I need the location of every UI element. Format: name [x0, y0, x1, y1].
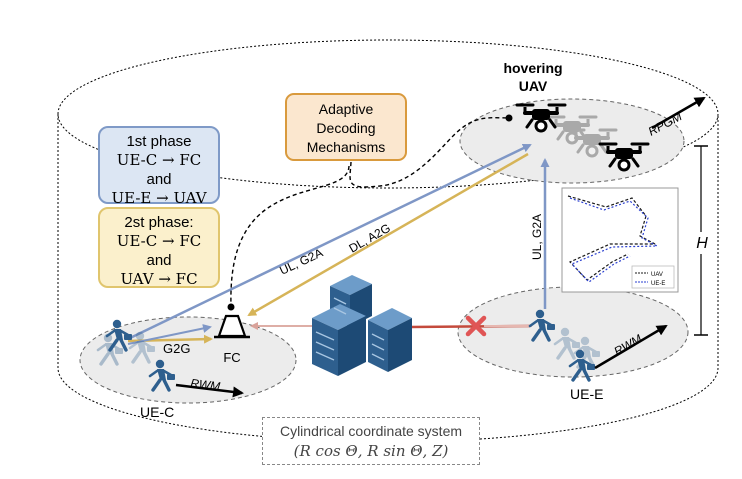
phase1-line2: UE-E → UAV	[111, 189, 207, 207]
uav-mobility-arrow	[651, 96, 706, 130]
uav-label-line1: hovering	[503, 60, 562, 76]
uav-link-dot	[505, 114, 513, 122]
ue-e-label: UE-E	[570, 386, 603, 402]
phase1-title: 1st phase	[126, 133, 192, 150]
fc-icon	[214, 314, 250, 339]
ue-c-area	[79, 316, 297, 404]
uav-label-line2: UAV	[519, 78, 548, 94]
phase1-box: 1st phase UE-C → FC and UE-E → UAV	[98, 126, 220, 207]
cylinder-body	[57, 114, 719, 443]
trajectory-ue-line	[569, 197, 660, 283]
link-ul-g2a-fc	[127, 143, 532, 341]
phase2-and: and	[146, 252, 172, 269]
fc-link-dot	[227, 303, 235, 311]
label-ul-g2a-fc: UL, G2A	[277, 246, 325, 278]
phase2-line1: UE-C → FC	[116, 232, 202, 250]
trajectory-uav-line	[567, 195, 656, 281]
ue-c-mobility-label: RWM	[190, 376, 221, 394]
blocked-mark-icon	[465, 315, 487, 337]
adaptive-decoding-box: Adaptive Decoding Mechanisms	[285, 93, 407, 161]
ue-c-label: UE-C	[140, 404, 174, 420]
phase2-box: 2st phase: UE-C → FC and UAV → FC	[98, 207, 220, 288]
ue-c-mobility-arrow	[175, 383, 244, 398]
adaptive-line1: Adaptive	[318, 101, 374, 117]
phase1-line1: UE-C → FC	[116, 151, 202, 169]
inset-legend-ue-e: UE-E	[651, 281, 665, 287]
coordinate-system-box: Cylindrical coordinate system (R cos Θ, …	[262, 417, 480, 465]
height-indicator	[694, 145, 709, 336]
coord-formula: (R cos Θ, R sin Θ, Z)	[293, 442, 449, 460]
inset-legend-uav: UAV	[651, 272, 663, 278]
phase1-and: and	[146, 171, 172, 188]
adaptive-to-uav-link	[349, 117, 510, 188]
ue-e-mobility-arrow	[594, 324, 668, 370]
adaptive-line3: Mechanisms	[306, 139, 386, 155]
fc-label: FC	[223, 350, 240, 365]
trajectory-inset	[561, 187, 679, 293]
label-g2g: G2G	[163, 341, 190, 356]
height-label: H	[696, 235, 708, 252]
buildings-icon	[312, 275, 412, 376]
link-dl-a2g	[247, 152, 529, 317]
phase2-line2: UAV → FC	[120, 270, 198, 288]
label-ul-g2a-ue: UL, G2A	[530, 214, 544, 260]
coord-title: Cylindrical coordinate system	[279, 423, 463, 439]
adaptive-line2: Decoding	[316, 120, 376, 136]
adaptive-to-fc-link	[230, 165, 350, 308]
label-dl-a2g: DL, A2G	[347, 221, 393, 256]
phase2-title: 2st phase:	[124, 214, 194, 231]
cylinder-top	[57, 39, 719, 189]
